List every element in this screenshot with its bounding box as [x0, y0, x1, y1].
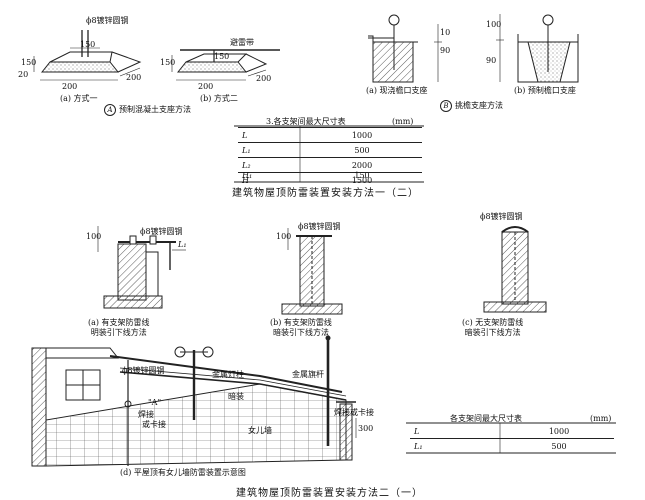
method-a-letter: A — [104, 104, 116, 116]
weld-left-label: 焊接 — [138, 410, 154, 419]
mid-c-caption-line2: 暗装引下线方法 — [464, 328, 521, 337]
a-mark-label: "A" — [148, 398, 162, 407]
cast-eave-support — [368, 14, 442, 83]
wall-section-c — [483, 226, 547, 313]
table1-value: 1000 — [302, 127, 422, 143]
table2-row: L 1000 — [410, 424, 614, 439]
mid-a-dim-l1: L₁ — [178, 240, 187, 249]
title-method-two: 建筑物屋顶防雷装置安装方法二（一） — [236, 488, 423, 499]
mid-b-dim-100: 100 — [276, 232, 292, 241]
wall-section-b — [281, 228, 343, 315]
table1-last: H₁ 150 — [238, 168, 422, 182]
mid-b-caption-line2: 暗装引下线方法 — [272, 328, 329, 337]
method-a-text: 预制混凝土支座方法 — [119, 105, 191, 114]
table2-value: 500 — [504, 438, 614, 453]
lamp-post-label: 金属灯柱 — [212, 370, 244, 379]
mid-a-dim-100: 100 — [86, 232, 102, 241]
support-block-b — [171, 49, 280, 81]
fig-d-dim-90: 90 — [486, 56, 497, 65]
hidden-label: 暗装 — [228, 392, 244, 401]
table1-value: 1500 — [302, 172, 422, 187]
mid-a-caption: (a) 有支架防雷线 明装引下线方法 — [88, 318, 150, 338]
fig-b-dim-150: 150 — [214, 52, 230, 61]
table1-key: L₁ — [238, 142, 302, 158]
mid-c-steel-label: ϕ8镀锌圆钢 — [480, 212, 523, 221]
fig-c-dim-90: 90 — [440, 46, 451, 55]
table1-value: 150 — [354, 170, 370, 180]
bottom-caption: (d) 平屋顶有女儿墙防雷装置示意图 — [120, 468, 246, 477]
table1-title: 3.各支架间最大尺寸表 — [266, 117, 346, 126]
table1-key: H₁ — [242, 170, 253, 180]
fig-b-dim-h150: 150 — [160, 58, 176, 67]
bottom-dim-300: 300 — [358, 424, 374, 433]
mid-b-caption-line1: (b) 有支架防雷线 — [270, 318, 332, 327]
method-b-letter: B — [440, 100, 452, 112]
fig-b-caption: (b) 方式二 — [200, 94, 238, 103]
fig-a-dim-h150: 150 — [21, 58, 37, 67]
support-block-a — [33, 30, 142, 81]
table2-key: L — [414, 426, 420, 436]
mid-b-caption: (b) 有支架防雷线 暗装引下线方法 — [270, 318, 332, 338]
table1-key: L₂ — [238, 157, 302, 173]
flag-pole-label: 金属旗杆 — [292, 370, 324, 379]
mid-c-caption-line1: (c) 无支架防雷线 — [462, 318, 524, 327]
table2-key: L₁ — [410, 438, 504, 453]
parapet-label: 女儿墙 — [248, 426, 272, 435]
fig-d-dim-100: 100 — [486, 20, 502, 29]
mid-a-caption-line1: (a) 有支架防雷线 — [88, 318, 150, 327]
mid-b-steel-label: ϕ8镀锌圆钢 — [298, 222, 341, 231]
table1-value: 2000 — [302, 157, 422, 173]
weld-right-label: 焊接或卡接 — [334, 408, 374, 417]
fig-b-dim-200b: 200 — [256, 74, 272, 83]
method-b-text: 挑檐支座方法 — [455, 101, 503, 110]
mid-a-steel-label: ϕ8镀锌圆钢 — [140, 227, 183, 236]
fig-a-caption: (a) 方式一 — [60, 94, 98, 103]
mid-a-caption-line2: 明装引下线方法 — [90, 328, 147, 337]
title-method-one: 建筑物屋顶防雷装置安装方法一（二） — [232, 188, 419, 199]
fig-a-dim-200b: 200 — [126, 73, 142, 82]
table1-row: H₁ 150 — [238, 168, 422, 182]
bottom-steel-label: ϕ8镀锌圆钢 — [122, 366, 165, 375]
fig-c-dim-10: 10 — [440, 28, 451, 37]
fig-b-label: 避雷带 — [230, 38, 254, 47]
mid-c-caption: (c) 无支架防雷线 暗装引下线方法 — [462, 318, 523, 338]
fig-a-dim-h20: 20 — [18, 70, 29, 79]
fig-a-steel-label: ϕ8镀锌圆钢 — [86, 16, 129, 25]
fig-c-caption: (a) 现浇檐口支座 — [366, 86, 428, 95]
fig-a-dim-150: 150 — [80, 40, 96, 49]
table2-unit: (mm) — [590, 414, 612, 423]
wall-section-a — [97, 226, 186, 309]
table1-key: H — [238, 172, 302, 187]
table1-unit: (mm) — [392, 117, 414, 126]
roof-perspective — [31, 335, 357, 467]
fig-b-dim-200a: 200 — [198, 82, 214, 91]
precast-eave-support — [496, 14, 579, 83]
table2-value: 1000 — [548, 426, 570, 436]
table2-title: 各支架间最大尺寸表 — [450, 414, 522, 423]
fig-d-caption: (b) 预制檐口支座 — [514, 86, 576, 95]
fig-a-dim-200a: 200 — [62, 82, 78, 91]
table1-value: 500 — [302, 142, 422, 158]
table1-key: L — [238, 127, 302, 143]
weld-left-label2: 或卡接 — [142, 420, 166, 429]
